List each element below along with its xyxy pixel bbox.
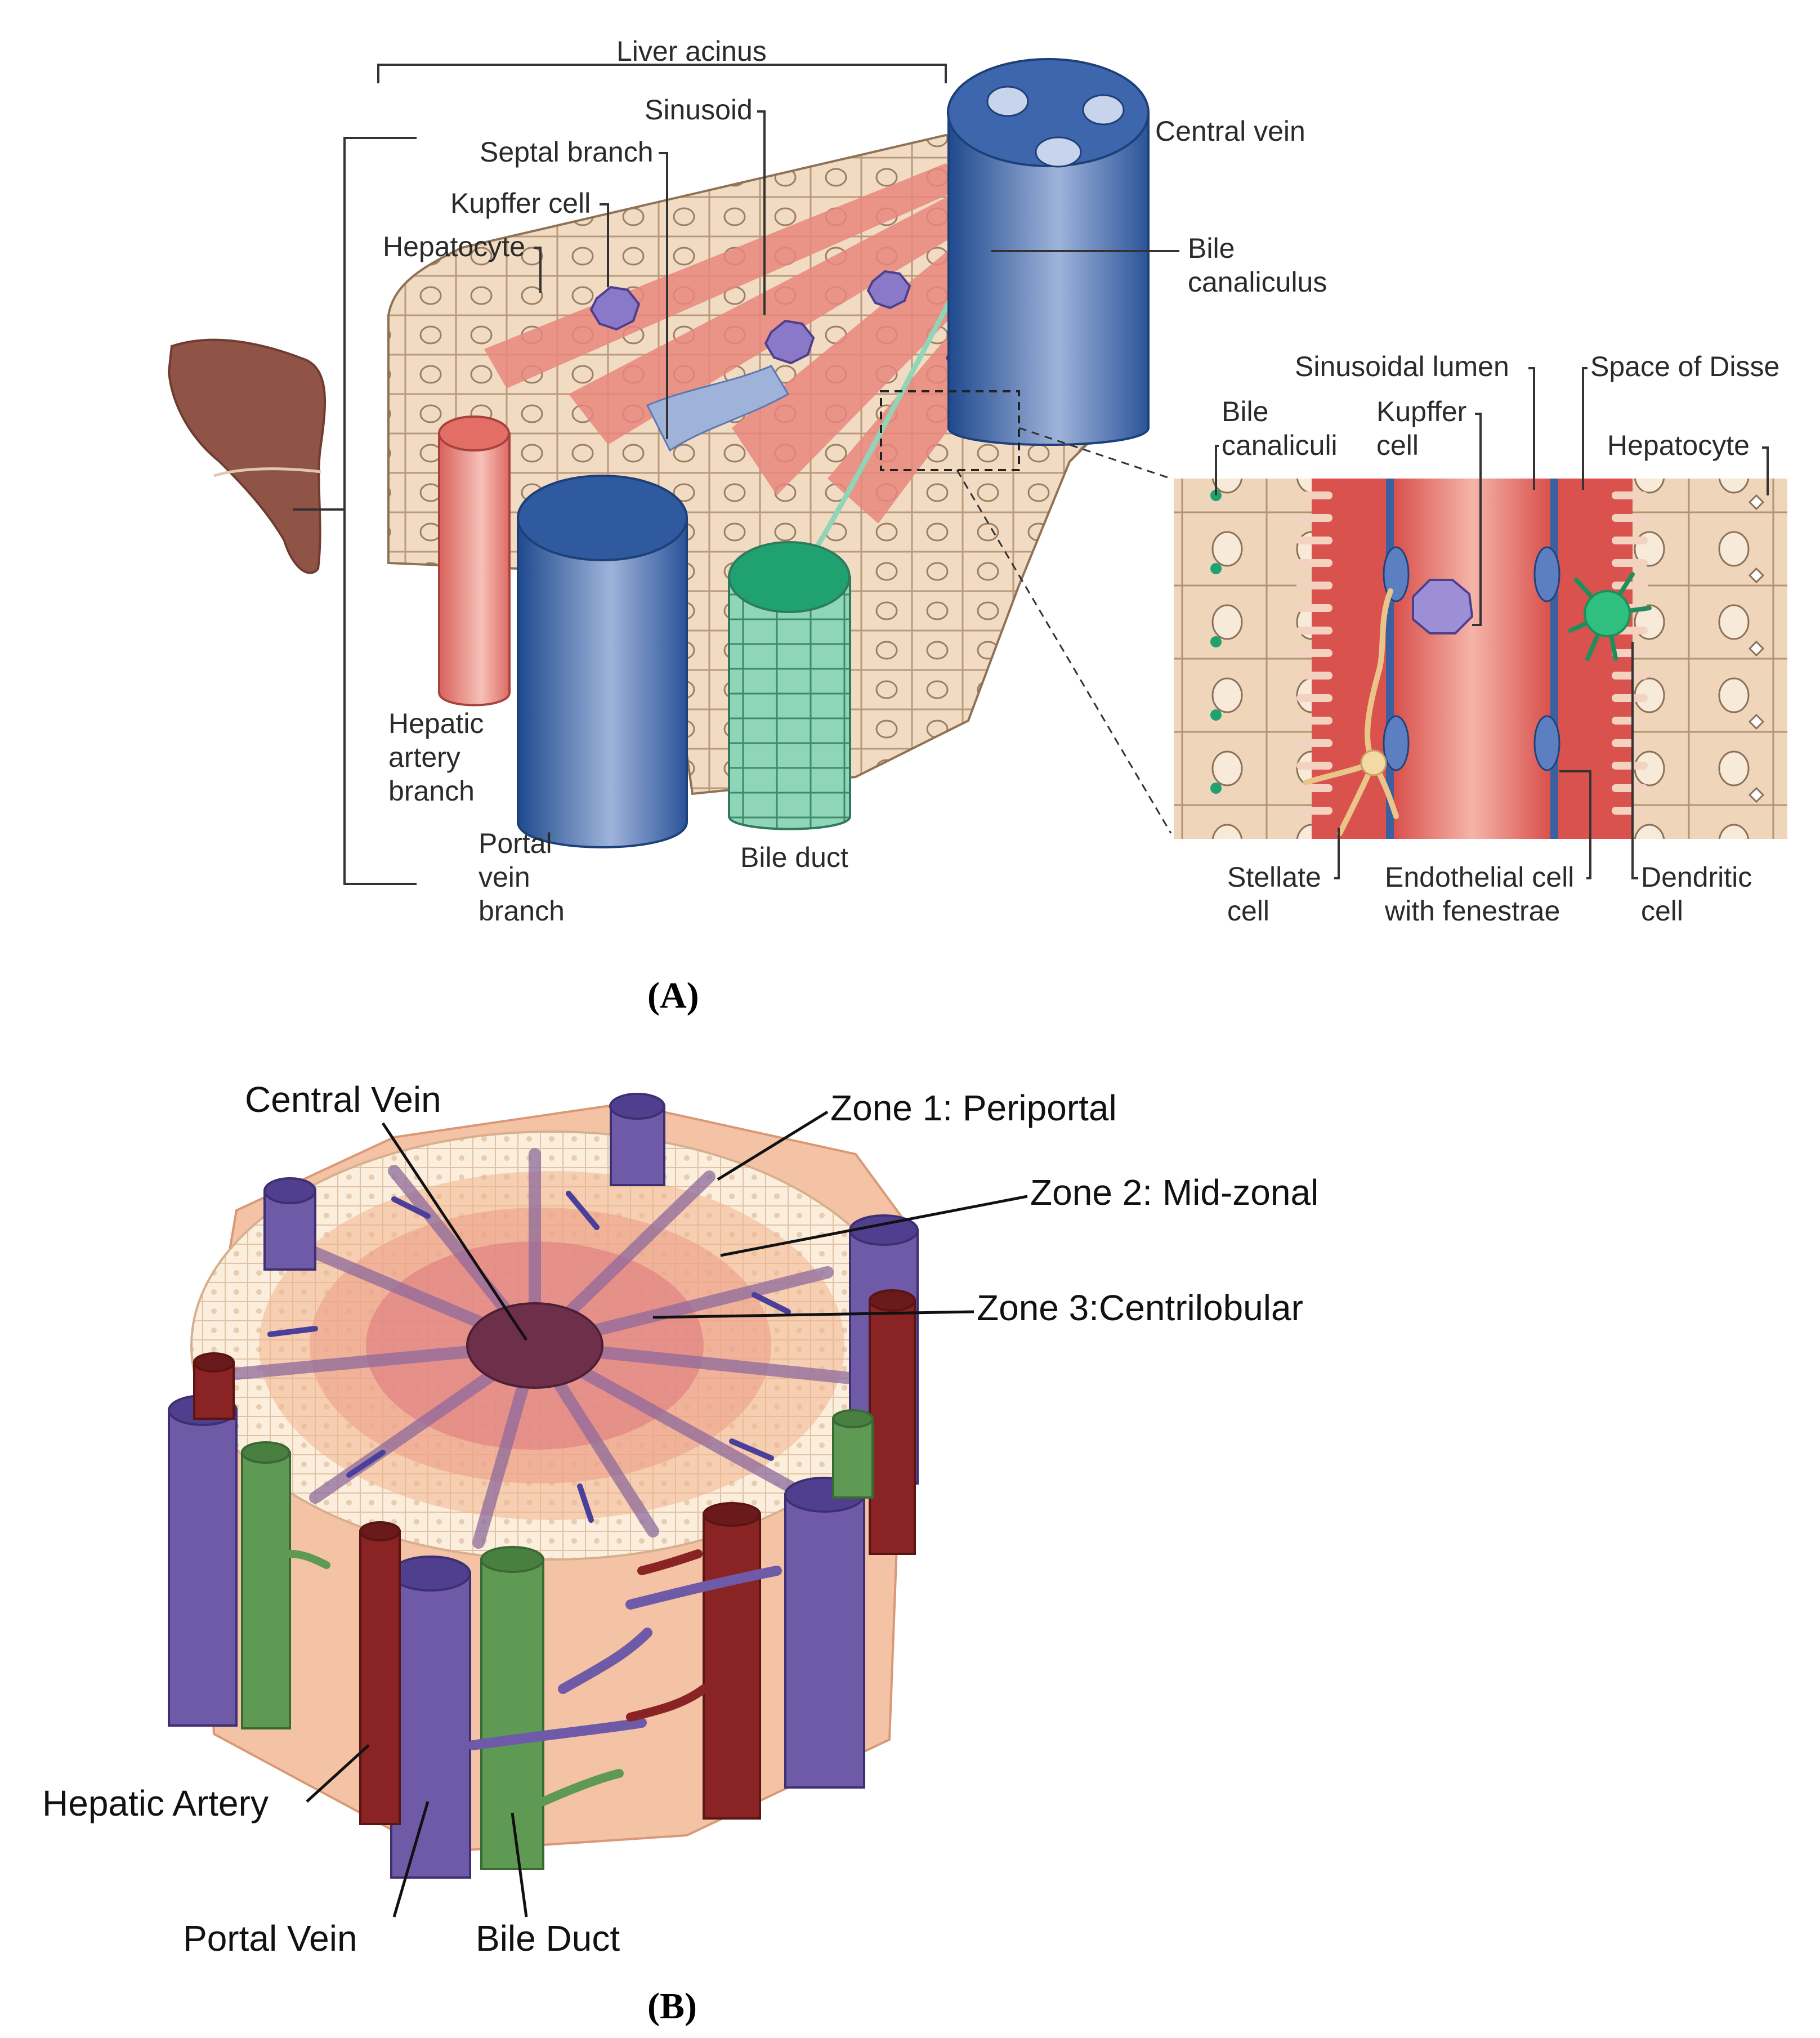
central-vein-cylinder: [947, 111, 1150, 446]
bile-canaliculi-label-1: Bile: [1222, 396, 1268, 427]
sinusoid-label: Sinusoid: [645, 94, 753, 126]
inset-kupffer-cell: [1412, 579, 1474, 634]
hepatocyte-label: Hepatocyte: [383, 231, 525, 262]
central-vein-label: Central vein: [1155, 115, 1305, 147]
liver-ligament-line: [213, 467, 321, 477]
liver-acinus-label: Liver acinus: [616, 35, 767, 67]
bile-canaliculus-label-2: canaliculus: [1188, 266, 1327, 298]
inset-kupffer-label-1: Kupffer: [1376, 396, 1466, 427]
hepatic-artery-b-label: Hepatic Artery: [42, 1783, 269, 1824]
bile-duct-label: Bile duct: [740, 842, 848, 873]
panel-b-tag: (B): [647, 1986, 697, 2027]
bile-duct-tops: [241, 1409, 874, 1573]
zone-1-label: Zone 1: Periportal: [830, 1088, 1117, 1128]
bile-canaliculi-label-2: canaliculi: [1222, 430, 1338, 461]
endothelial-cell-label-1: Endothelial cell: [1385, 861, 1574, 893]
hepatic-artery-label-1: Hepatic: [388, 708, 484, 739]
zone-2-label: Zone 2: Mid-zonal: [1030, 1172, 1318, 1213]
stellate-cell-label-2: cell: [1227, 895, 1269, 927]
sinusoidal-lumen: [1390, 479, 1554, 839]
portal-vein-cylinder: [517, 517, 688, 848]
portal-vein-label-1: Portal: [479, 828, 552, 859]
zone-3-label: Zone 3:Centrilobular: [977, 1288, 1303, 1328]
endothelial-cell-label-2: with fenestrae: [1384, 895, 1560, 927]
hepatic-artery-label-3: branch: [388, 775, 475, 807]
sinusoid-channel-2: [569, 186, 991, 445]
bile-canaliculus-label-1: Bile: [1188, 233, 1235, 264]
blue-branch-twigs: [267, 1191, 791, 1523]
hepatic-artery-tops: [193, 1289, 916, 1541]
central-vein-b: [466, 1302, 603, 1389]
bile-duct-columns: [241, 1418, 874, 1870]
hepatic-artery-label-2: artery: [388, 741, 460, 773]
sinusoid-inset: [1174, 479, 1787, 839]
bile-duct-b-label: Bile Duct: [476, 1918, 620, 1959]
panel-a: Liver acinus: [167, 35, 1787, 1016]
central-vein-b-label: Central Vein: [245, 1079, 441, 1120]
endothelial-lining-right: [1550, 479, 1558, 839]
sinusoidal-lumen-label: Sinusoidal lumen: [1295, 351, 1509, 382]
bile-duct-cylinder: [728, 576, 851, 830]
portal-vein-label-3: branch: [479, 895, 565, 927]
acinus-height-bracket: [343, 137, 417, 885]
sinusoid-channel-1: [484, 163, 968, 388]
hepatic-artery-cylinder: [438, 432, 511, 707]
dendritic-cell-label-2: cell: [1641, 895, 1683, 927]
stellate-cell-label-1: Stellate: [1227, 861, 1321, 893]
septal-branch-label: Septal branch: [480, 136, 654, 168]
liver-acinus-bracket: [377, 64, 947, 83]
panel-b: Central Vein Zone 1: Periportal Zone 2: …: [42, 1079, 1318, 2027]
dendritic-cell-label-1: Dendritic: [1641, 861, 1752, 893]
space-of-disse-label: Space of Disse: [1590, 351, 1779, 382]
portal-vein-b-label: Portal Vein: [183, 1918, 357, 1959]
side-branches: [286, 1549, 782, 1806]
kupffer-cell-label: Kupffer cell: [450, 187, 591, 219]
liver-organ-icon: [167, 338, 326, 574]
portal-vein-label-2: vein: [479, 861, 530, 893]
septal-branch-vessel: [646, 365, 790, 452]
central-vein-top: [947, 58, 1150, 167]
panel-a-tag: (A): [647, 975, 699, 1016]
magnify-box: [880, 390, 1020, 471]
inset-hepatocyte-label: Hepatocyte: [1607, 430, 1750, 461]
inset-kupffer-label-2: cell: [1376, 430, 1419, 461]
